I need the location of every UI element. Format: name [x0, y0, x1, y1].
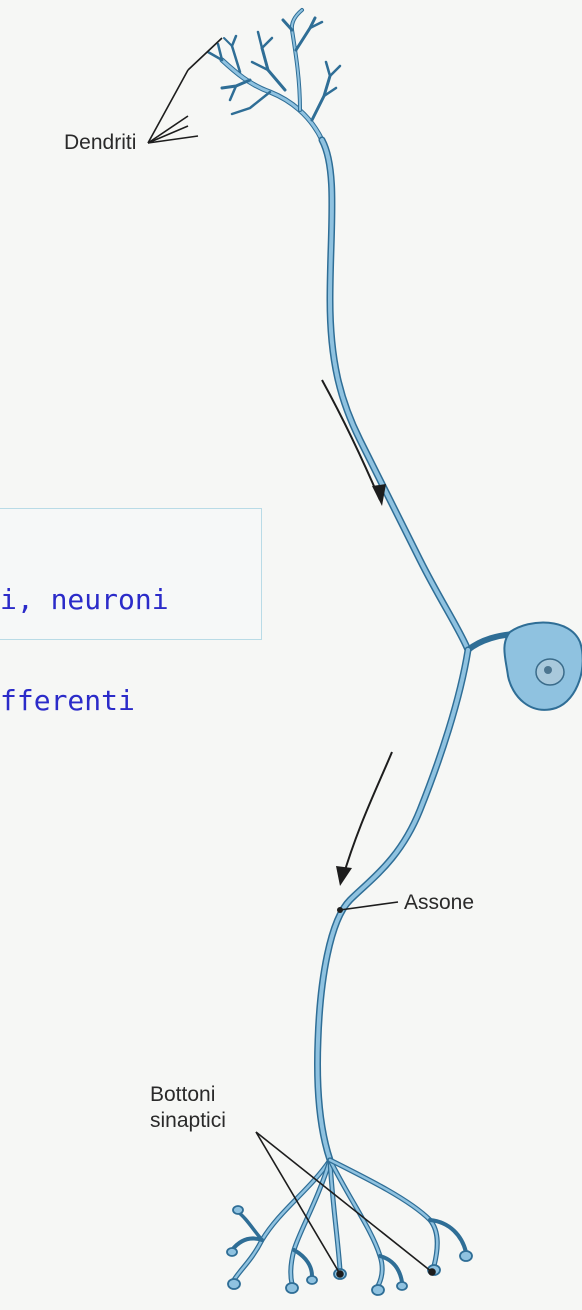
- synaptic-buttons-label-line-1: Bottoni: [150, 1083, 215, 1106]
- nucleolus: [544, 666, 552, 674]
- synaptic-buttons-label-line-2: sinaptici: [150, 1109, 226, 1132]
- callout-line-1: i, neuroni: [0, 583, 262, 617]
- synaptic-buttons-label: Bottoni sinaptici: [150, 1082, 226, 1135]
- callout-line-2: fferenti: [0, 684, 262, 718]
- axon-label: Assone: [404, 890, 474, 916]
- callout-text: i, neuroni fferenti: [0, 516, 262, 751]
- dendrites-label: Dendriti: [64, 130, 136, 156]
